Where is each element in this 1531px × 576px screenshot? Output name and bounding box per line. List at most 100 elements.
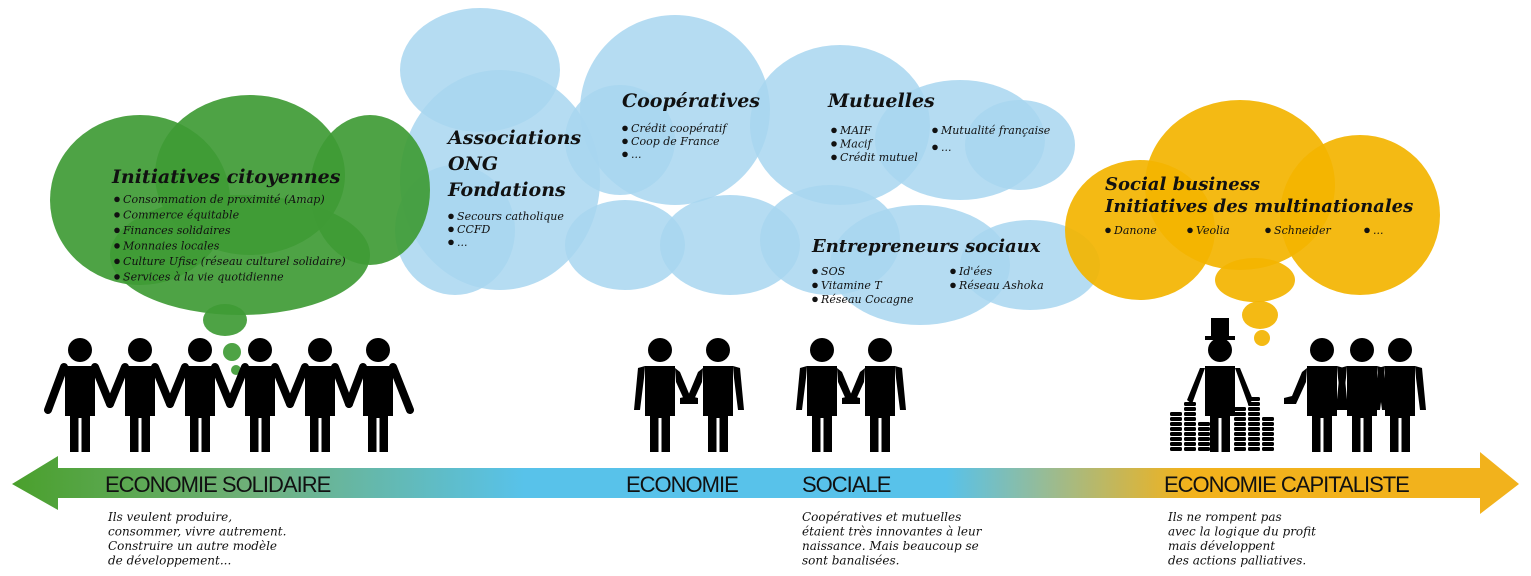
note-line: Ils veulent produire, xyxy=(107,510,232,524)
cooperatives-title: Coopératives xyxy=(622,90,760,112)
note-line: Coopératives et mutuelles xyxy=(802,510,961,524)
bullet-dot-icon xyxy=(622,125,628,132)
cloud-list-item: SOS xyxy=(821,265,846,278)
bullet-dot-icon xyxy=(448,239,454,246)
associations-items: Secours catholiqueCCFD... xyxy=(448,210,564,249)
cloud-list-item: ... xyxy=(941,141,952,154)
axis-label-capitaliste: ECONOMIE CAPITALISTE xyxy=(1164,472,1409,497)
cloud-list-item: ... xyxy=(631,148,642,161)
fondations-title-line: Fondations xyxy=(447,179,566,201)
person-silhouette-icon xyxy=(245,338,275,452)
bullet-dot-icon xyxy=(114,212,120,218)
mutuelles-items-right: Mutualité française... xyxy=(932,124,1051,154)
cloud-list-item: Schneider xyxy=(1274,224,1331,237)
bullet-dot-icon xyxy=(114,274,120,280)
joined-hands-arm xyxy=(226,363,249,408)
bullet-dot-icon xyxy=(812,296,818,303)
bullet-dot-icon xyxy=(932,127,938,134)
note-line: des actions palliatives. xyxy=(1168,554,1306,568)
person-silhouette-icon xyxy=(125,338,155,452)
bullet-dot-icon xyxy=(448,226,454,233)
person-silhouette-icon xyxy=(1187,318,1253,452)
citizen-items: Consommation de proximité (Amap) Commerce… xyxy=(114,193,346,284)
capitalist-group xyxy=(1170,318,1426,452)
multinationales-title-line: Initiatives des multinationales xyxy=(1104,196,1413,217)
person-silhouette-icon xyxy=(305,338,335,452)
bullet-dot-icon xyxy=(950,268,956,275)
person-silhouette-icon xyxy=(842,338,906,452)
person-silhouette-icon xyxy=(796,338,860,452)
note-line: de développement... xyxy=(108,554,231,568)
coin-stacks-icon xyxy=(1170,397,1274,451)
cloud-list-item: Secours catholique xyxy=(457,210,564,223)
social-business-text: Social business Initiatives des multinat… xyxy=(1104,174,1413,237)
person-silhouette-icon xyxy=(185,338,215,452)
note-line: Ils ne rompent pas xyxy=(1167,510,1282,524)
note-line: consommer, vivre autrement. xyxy=(108,525,286,539)
bullet-dot-icon xyxy=(622,138,628,145)
handshake-pair-economie xyxy=(634,338,744,452)
cloud-list-item: Crédit mutuel xyxy=(840,151,918,164)
person-silhouette-icon xyxy=(634,338,698,452)
cloud-list-item: Commerce équitable xyxy=(123,209,240,222)
person-silhouette-icon xyxy=(1284,338,1348,452)
cloud-list-item: Macif xyxy=(839,138,874,151)
cloud-list-item: Consommation de proximité (Amap) xyxy=(123,193,325,206)
cloud-list-item: ... xyxy=(1373,224,1384,237)
social-business-title-line: Social business xyxy=(1105,174,1260,195)
note-line: naissance. Mais beaucoup se xyxy=(802,539,979,553)
note-line: Construire un autre modèle xyxy=(108,539,277,553)
joined-hands-arm xyxy=(211,363,234,408)
note-line: mais développent xyxy=(1168,539,1275,553)
joined-hands-arm xyxy=(151,363,174,408)
axis-label-sociale: SOCIALE xyxy=(802,472,891,497)
entrepreneurs-title: Entrepreneurs sociaux xyxy=(811,236,1041,257)
axis-label-solidaire: ECONOMIE SOLIDAIRE xyxy=(105,472,331,497)
ong-title-line: ONG xyxy=(448,153,498,175)
joined-hands-arm xyxy=(286,363,309,408)
cloud-list-item: Réseau Cocagne xyxy=(820,293,914,306)
bullet-dot-icon xyxy=(1265,227,1271,234)
bullet-dot-icon xyxy=(831,127,837,134)
person-silhouette-icon xyxy=(363,338,393,452)
note-line: sont banalisées. xyxy=(802,554,899,568)
cloud-list-item: Veolia xyxy=(1196,224,1230,237)
note-line: avec la logique du profit xyxy=(1168,525,1316,539)
mutuelles-title: Mutuelles xyxy=(827,90,935,112)
bullet-dot-icon xyxy=(1187,227,1193,234)
handshake-pair-sociale xyxy=(796,338,906,452)
bullet-dot-icon xyxy=(448,213,454,220)
bullet-dot-icon xyxy=(114,243,120,249)
cloud-list-item: Finances solidaires xyxy=(122,224,231,237)
bullet-dot-icon xyxy=(932,144,938,151)
cloud-list-item: Vitamine T xyxy=(821,279,883,292)
bullet-dot-icon xyxy=(1364,227,1370,234)
bullet-dot-icon xyxy=(812,282,818,289)
cloud-list-item: Réseau Ashoka xyxy=(958,279,1044,292)
social-economy-cloud-cluster xyxy=(395,8,1100,325)
solidarity-people-group xyxy=(44,338,414,452)
note-solidaire: Ils veulent produire,consommer, vivre au… xyxy=(107,510,286,568)
person-silhouette-icon xyxy=(680,338,744,452)
cloud-list-item: Services à la vie quotidienne xyxy=(123,271,284,284)
axis-label-economie: ECONOMIE xyxy=(626,472,738,497)
person-silhouette-icon xyxy=(65,338,95,452)
joined-hands-arm xyxy=(106,363,129,408)
bullet-dot-icon xyxy=(1105,227,1111,234)
bullet-dot-icon xyxy=(812,268,818,275)
cloud-list-item: Culture Ufisc (réseau culturel solidaire… xyxy=(123,255,346,268)
joined-hands-arm xyxy=(44,363,68,414)
bullet-dot-icon xyxy=(831,141,837,147)
joined-hands-arm xyxy=(91,363,114,408)
joined-hands-arm xyxy=(271,363,294,408)
citizen-initiatives-text: Initiatives citoyennes Consommation de p… xyxy=(111,166,346,284)
cloud-list-item: Coop de France xyxy=(631,135,720,148)
